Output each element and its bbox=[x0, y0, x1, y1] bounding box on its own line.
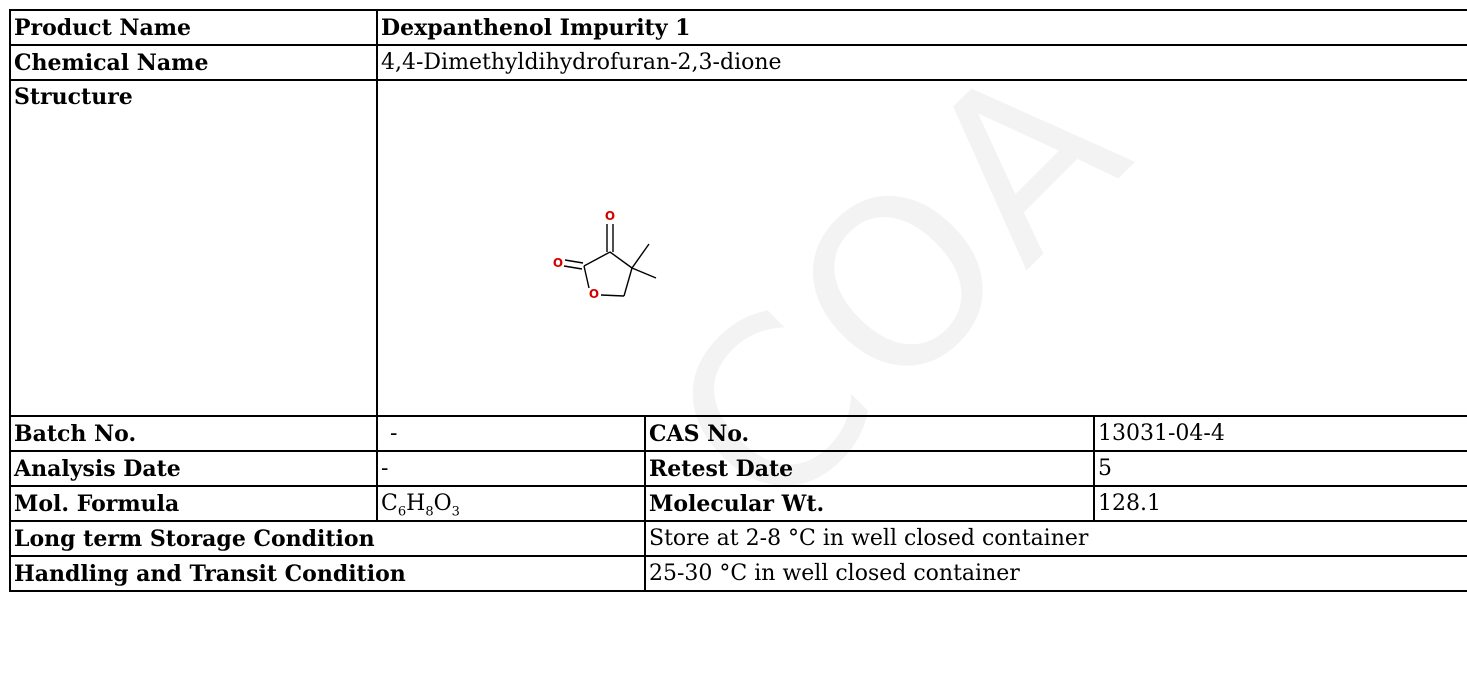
row-dates: Analysis Date - Retest Date 5 bbox=[9, 450, 1467, 487]
retest-date-value: 5 bbox=[1093, 450, 1467, 487]
chemical-name-label: Chemical Name bbox=[9, 44, 378, 81]
row-formula-weight: Mol. Formula C6H8O3 Molecular Wt. 128.1 bbox=[9, 485, 1467, 522]
row-handling: Handling and Transit Condition 25-30 °C … bbox=[9, 555, 1467, 592]
row-storage: Long term Storage Condition Store at 2-8… bbox=[9, 520, 1467, 557]
formula-h-count: 8 bbox=[425, 503, 434, 519]
handling-label: Handling and Transit Condition bbox=[9, 555, 646, 592]
row-chemical-name: Chemical Name 4,4-Dimethyldihydrofuran-2… bbox=[9, 44, 1467, 81]
mol-formula-label: Mol. Formula bbox=[9, 485, 378, 522]
analysis-date-label: Analysis Date bbox=[9, 450, 378, 487]
storage-label: Long term Storage Condition bbox=[9, 520, 646, 557]
coa-table: Product Name Dexpanthenol Impurity 1 Che… bbox=[9, 9, 1467, 592]
row-product-name: Product Name Dexpanthenol Impurity 1 bbox=[9, 9, 1467, 46]
batch-no-label: Batch No. bbox=[9, 415, 378, 452]
mol-formula-value: C6H8O3 bbox=[376, 485, 646, 522]
row-batch-cas: Batch No. - CAS No. 13031-04-4 bbox=[9, 415, 1467, 452]
batch-no-value: - bbox=[376, 415, 646, 452]
product-name-label: Product Name bbox=[9, 9, 378, 46]
row-structure: Structure bbox=[9, 79, 1467, 417]
oxygen-ring-atom: O bbox=[589, 287, 599, 301]
structure-cell: O O O bbox=[376, 79, 1467, 417]
formula-c: C bbox=[381, 490, 398, 516]
structure-bonds bbox=[563, 224, 657, 297]
formula-h: H bbox=[406, 490, 426, 516]
oxygen-top-atom: O bbox=[605, 209, 615, 223]
cas-no-value: 13031-04-4 bbox=[1093, 415, 1467, 452]
structure-image: O O O bbox=[553, 209, 657, 301]
retest-date-label: Retest Date bbox=[644, 450, 1095, 487]
formula-c-count: 6 bbox=[397, 503, 407, 519]
cas-no-label: CAS No. bbox=[644, 415, 1095, 452]
oxygen-left-atom: O bbox=[553, 256, 563, 270]
handling-value: 25-30 °C in well closed container bbox=[644, 555, 1467, 592]
formula-o-count: 3 bbox=[451, 503, 460, 519]
analysis-date-value: - bbox=[376, 450, 646, 487]
storage-value: Store at 2-8 °C in well closed container bbox=[644, 520, 1467, 557]
molecular-wt-label: Molecular Wt. bbox=[644, 485, 1095, 522]
molecular-wt-value: 128.1 bbox=[1093, 485, 1467, 522]
structure-label: Structure bbox=[9, 79, 378, 417]
chemical-name-value: 4,4-Dimethyldihydrofuran-2,3-dione bbox=[376, 44, 1467, 81]
product-name-value: Dexpanthenol Impurity 1 bbox=[376, 9, 1467, 46]
formula-o: O bbox=[433, 490, 452, 516]
